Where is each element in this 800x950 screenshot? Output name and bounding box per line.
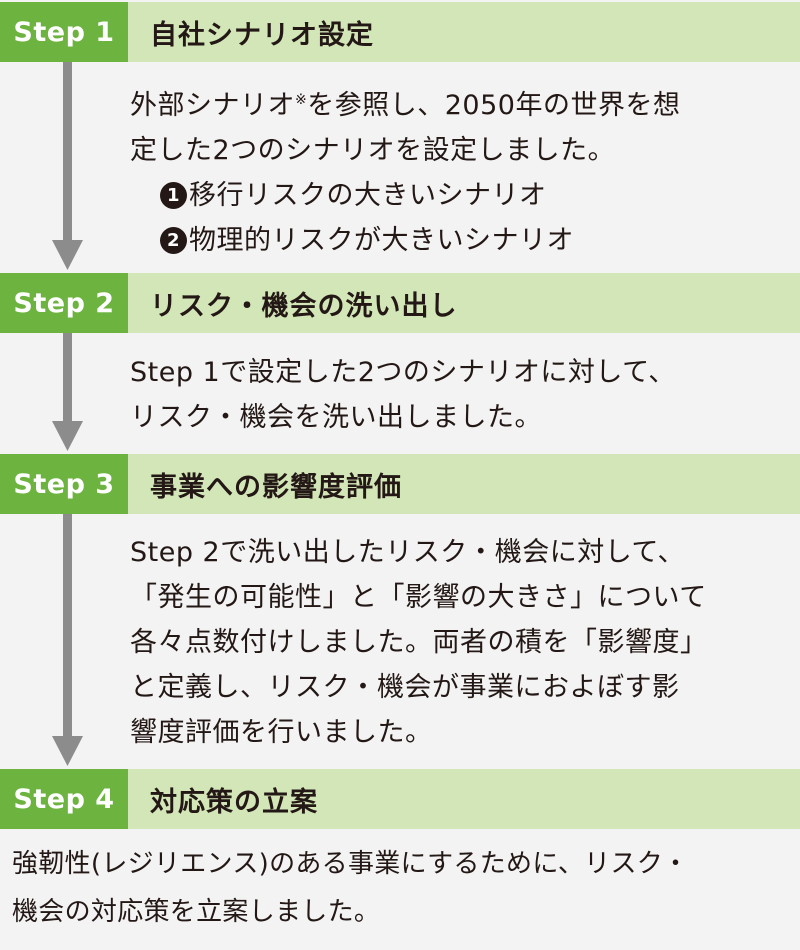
step-3-line: 「発生の可能性」と「影響の大きさ」について — [130, 582, 707, 613]
number-1-icon: 1 — [160, 182, 187, 209]
step-1-title-band: 自社シナリオ設定 — [128, 2, 800, 62]
step-3-title-band: 事業への影響度評価 — [128, 454, 800, 514]
step-1-text-2: を参照し、2050年の世界を想 — [307, 90, 681, 121]
step-4-title: 対応策の立案 — [150, 786, 318, 818]
step-2-body: Step 1で設定した2つのシナリオに対して、 リスク・機会を洗い出しました。 — [130, 350, 790, 440]
step-4-body: 強靭性(レジリエンス)のある事業にするために、リスク・ 機会の対応策を立案しまし… — [12, 840, 797, 936]
step-3-badge: Step 3 — [0, 454, 128, 514]
step-4-header: Step 4 対応策の立案 — [0, 769, 800, 829]
step-2-line: Step 1で設定した2つのシナリオに対して、 — [130, 357, 676, 388]
step-3-title: 事業への影響度評価 — [150, 471, 402, 503]
step-4-badge: Step 4 — [0, 769, 128, 829]
step-2-header: Step 2 リスク・機会の洗い出し — [0, 273, 800, 333]
step-3-line: と定義し、リスク・機会が事業におよぼす影 — [130, 672, 680, 703]
scenario-item-2: 2 物理的リスクが大きいシナリオ — [130, 218, 790, 263]
arrow-step2-to-step3 — [52, 333, 83, 451]
step-1-header: Step 1 自社シナリオ設定 — [0, 2, 800, 62]
step-4-line: 強靭性(レジリエンス)のある事業にするために、リスク・ — [12, 849, 689, 879]
step-3-body: Step 2で洗い出したリスク・機会に対して、 「発生の可能性」と「影響の大きさ… — [130, 530, 790, 755]
step-2-line: リスク・機会を洗い出しました。 — [130, 402, 542, 433]
step-1-line: 外部シナリオ※を参照し、2050年の世界を想 — [130, 78, 790, 128]
step-2-badge: Step 2 — [0, 273, 128, 333]
step-1-text-1: 外部シナリオ — [130, 90, 295, 121]
arrow-step1-to-step2 — [52, 62, 83, 270]
step-1-title: 自社シナリオ設定 — [150, 19, 374, 51]
step-3-line: Step 2で洗い出したリスク・機会に対して、 — [130, 537, 686, 568]
step-1-body: 外部シナリオ※を参照し、2050年の世界を想 定した2つのシナリオを設定しました… — [130, 78, 790, 263]
step-4-title-band: 対応策の立案 — [128, 769, 800, 829]
step-3-line: 響度評価を行いました。 — [130, 717, 433, 748]
step-3-header: Step 3 事業への影響度評価 — [0, 454, 800, 514]
arrow-step3-to-step4 — [52, 514, 83, 766]
number-2-icon: 2 — [160, 227, 187, 254]
scenario-item-1: 1 移行リスクの大きいシナリオ — [130, 173, 790, 218]
step-2-title: リスク・機会の洗い出し — [150, 290, 458, 322]
step-3-line: 各々点数付けしました。両者の積を「影響度」 — [130, 627, 708, 658]
step-1-badge: Step 1 — [0, 2, 128, 62]
step-4-line: 機会の対応策を立案しました。 — [12, 897, 381, 927]
step-1-line: 定した2つのシナリオを設定しました。 — [130, 135, 616, 166]
step-2-title-band: リスク・機会の洗い出し — [128, 273, 800, 333]
scenario-item-2-text: 物理的リスクが大きいシナリオ — [189, 225, 574, 256]
scenario-item-1-text: 移行リスクの大きいシナリオ — [189, 180, 547, 211]
note-mark: ※ — [295, 92, 308, 108]
